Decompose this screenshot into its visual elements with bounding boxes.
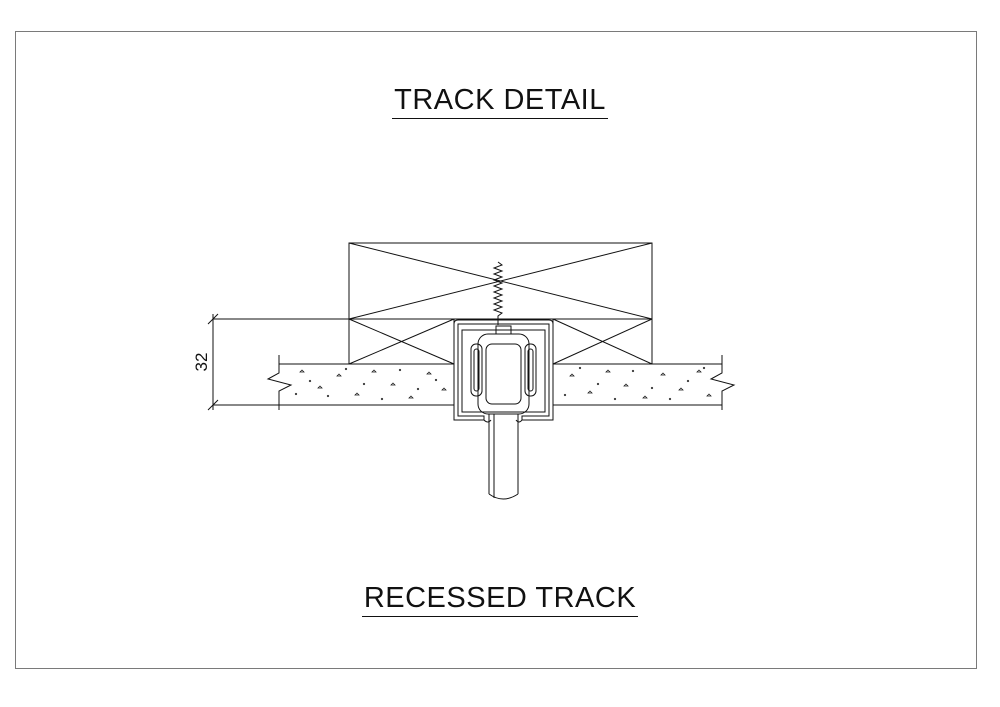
right-timber-block (552, 318, 653, 365)
concrete-hatch (294, 366, 712, 401)
fixing-screw (492, 261, 504, 325)
upper-timber-block (348, 242, 653, 320)
ceiling-slab-left (266, 355, 454, 410)
drawing-subtitle: RECESSED TRACK (0, 582, 1000, 617)
drawing-subtitle-text: RECESSED TRACK (361, 584, 639, 617)
dimension-label: 32 (192, 353, 211, 372)
dimension-line (207, 313, 349, 411)
left-timber-block (348, 318, 455, 365)
drawing-title: TRACK DETAIL (0, 84, 1000, 119)
drawing-title-text: TRACK DETAIL (392, 86, 608, 119)
hanger-bolt (488, 414, 519, 500)
roller-carriage (470, 325, 537, 415)
track-profile (453, 319, 554, 423)
sheet-border (15, 31, 977, 669)
ceiling-slab-right (553, 355, 736, 410)
